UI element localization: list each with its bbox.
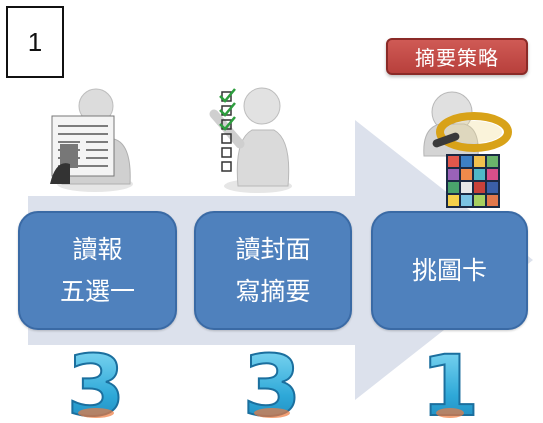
strategy-badge-label: 摘要策略 [415,46,499,70]
person-checklist-icon [209,87,292,193]
step-2-count: 3 [242,343,302,423]
page-number: 1 [27,26,43,57]
step-1-line-2: 五選一 [59,276,135,306]
step-3-count: 1 [420,343,480,423]
step-3-line-1: 挑圖卡 [411,255,487,285]
step-box-read-cover: 讀封面 寫摘要 [194,211,352,330]
person-reading-newspaper-icon [50,88,133,192]
step-2-line-1: 讀封面 [235,235,311,265]
step-box-read-newspaper: 讀報 五選一 [18,211,177,330]
picture-cards-icon [446,154,500,208]
strategy-badge: 摘要策略 [386,38,528,75]
step-1-count: 3 [66,343,126,423]
person-magnifier-icon [423,91,512,157]
step-box-pick-cards: 挑圖卡 [371,211,528,330]
page-number-box: 1 [6,6,64,78]
step-1-line-1: 讀報 [72,235,123,265]
step-2-line-2: 寫摘要 [235,276,311,306]
